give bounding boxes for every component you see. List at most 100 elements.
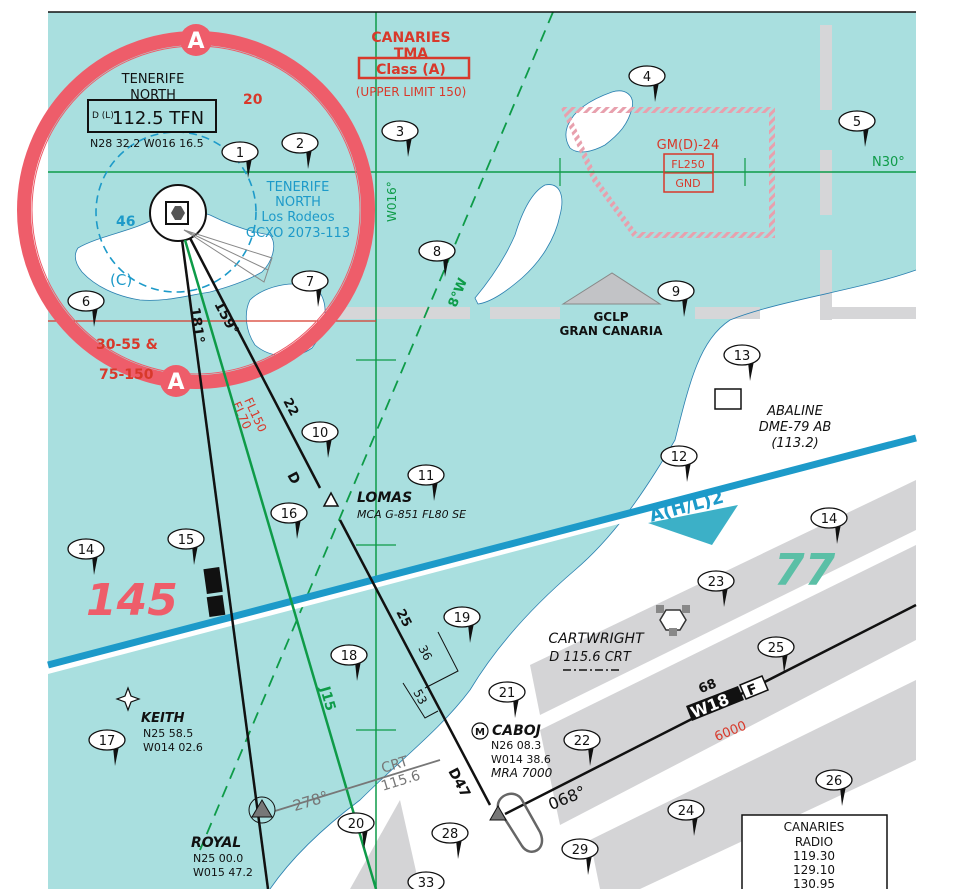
restricted-area-name: GM(D)-24 <box>657 138 720 153</box>
meridian-label: W016° <box>385 181 399 222</box>
callout-29: 29 <box>561 838 599 875</box>
callout-33: 33 <box>407 871 445 889</box>
callout-number: 26 <box>826 774 843 789</box>
callout-21: 21 <box>488 681 526 718</box>
callout-number: 13 <box>734 349 751 364</box>
airport-symbol <box>165 201 189 225</box>
callout-2: 2 <box>281 132 319 169</box>
graticule-ticks <box>356 158 746 731</box>
radio-freq-2: 129.10 <box>793 863 835 877</box>
callout-number: 21 <box>499 686 516 701</box>
callout-7: 7 <box>291 270 329 307</box>
callout-17: 17 <box>88 729 126 766</box>
airport-line1: TENERIFE <box>266 180 330 195</box>
keith-lon: W014 02.6 <box>143 741 203 754</box>
vor-class-letters: D (L) <box>92 111 114 121</box>
callout-19: 19 <box>443 606 481 643</box>
callout-number: 6 <box>82 295 90 310</box>
airport-line3: Los Rodeos <box>261 210 334 225</box>
callout-number: 7 <box>306 275 314 290</box>
callout-28: 28 <box>431 822 469 859</box>
airway-w18-mea: 68 <box>696 676 718 697</box>
callout-number: 29 <box>572 843 589 858</box>
callout-22: 22 <box>563 729 601 766</box>
vor-freq-ident: 112.5 TFN <box>112 108 204 129</box>
restricted-area-lower: GND <box>675 177 700 190</box>
royal-name: ROYAL <box>191 835 241 851</box>
ring-sector-bottom <box>160 365 192 397</box>
callout-number: 11 <box>418 469 435 484</box>
vor-box <box>87 99 217 133</box>
lomas-detail: MCA G-851 FL80 SE <box>357 508 466 521</box>
dme-bracket-36 <box>424 631 459 689</box>
crt-label-1: CRT <box>380 753 411 776</box>
callout-number: 12 <box>671 450 688 465</box>
keith-name: KEITH <box>141 711 185 726</box>
abaline-dme-symbol <box>714 388 742 410</box>
control-zone-ring <box>95 131 257 293</box>
callout-13: 13 <box>723 344 761 381</box>
callout-14: 14 <box>810 507 848 544</box>
caboj-mandatory-symbol <box>471 722 489 740</box>
canaries-radio-box <box>741 814 888 889</box>
tma-class-box <box>357 56 471 80</box>
cartwright-navaid <box>656 605 690 636</box>
cartwright-detail: D 115.6 CRT <box>549 650 632 665</box>
radio-freq-1: 119.30 <box>793 849 835 863</box>
vor-coords: N28 32.2 W016 16.5 <box>90 137 204 150</box>
callout-15: 15 <box>167 528 205 565</box>
caboj-name: CABOJ <box>492 723 541 739</box>
airway-a-hl-2-line <box>47 434 917 669</box>
callout-4: 4 <box>628 65 666 102</box>
alt-46: 46 <box>116 214 135 230</box>
royal-lat: N25 00.0 <box>193 852 243 865</box>
caboj-m-letter: M <box>475 727 485 738</box>
royal-lon: W015 47.2 <box>193 866 253 879</box>
radio-title-1: CANARIES <box>784 820 845 834</box>
callout-25: 25 <box>757 636 795 673</box>
callout-26: 26 <box>815 769 853 806</box>
alt-75-150: 75-150 <box>99 367 154 383</box>
callout-3: 3 <box>381 120 419 157</box>
restricted-area-upper: FL250 <box>671 158 704 171</box>
marker-block-1 <box>203 567 223 594</box>
callout-number: 18 <box>341 649 358 664</box>
fuerteventura-island <box>565 90 633 153</box>
grey-band-4 <box>350 800 420 889</box>
callout-number: 22 <box>574 734 591 749</box>
tma-name-2: TMA <box>394 46 428 62</box>
callout-23: 23 <box>697 570 735 607</box>
alt-big-145: 145 <box>86 575 178 626</box>
callout-number: 9 <box>672 285 680 300</box>
graticule <box>48 12 916 889</box>
royal-fix <box>251 799 273 818</box>
holding-pattern <box>496 792 544 853</box>
fix-triangle <box>489 804 507 821</box>
cartwright-name: CARTWRIGHT <box>548 631 645 647</box>
airway-j15 <box>183 239 378 889</box>
callout-18: 18 <box>330 644 368 681</box>
callout-number: 23 <box>708 575 725 590</box>
callout-number: 2 <box>296 137 304 152</box>
callout-10: 10 <box>301 421 339 458</box>
caboj-lat: N26 08.3 <box>491 739 541 752</box>
abaline-name: ABALINE <box>766 404 824 419</box>
callout-number: 10 <box>312 426 329 441</box>
callout-14: 14 <box>67 538 105 575</box>
callout-number: 15 <box>178 533 195 548</box>
royal-fix-ring <box>248 796 276 824</box>
callout-number: 5 <box>853 115 861 130</box>
grey-band-2 <box>540 545 916 825</box>
sea-area <box>48 12 916 889</box>
restricted-area-gmd24 <box>560 107 775 238</box>
airport-line4: GCXO 2073-113 <box>246 226 350 241</box>
ring-sector-top-label: A <box>187 29 204 54</box>
radio-freq-3: 130.95 <box>793 877 835 889</box>
caboj-mra: MRA 7000 <box>491 766 553 780</box>
dme-bracket-53 <box>402 682 439 719</box>
gran-canaria-triangle <box>561 272 662 305</box>
abaline-freq: (113.2) <box>771 436 818 451</box>
vor-hexagon <box>171 206 185 220</box>
callout-number: 4 <box>643 70 651 85</box>
ring-sector-top <box>180 24 212 56</box>
